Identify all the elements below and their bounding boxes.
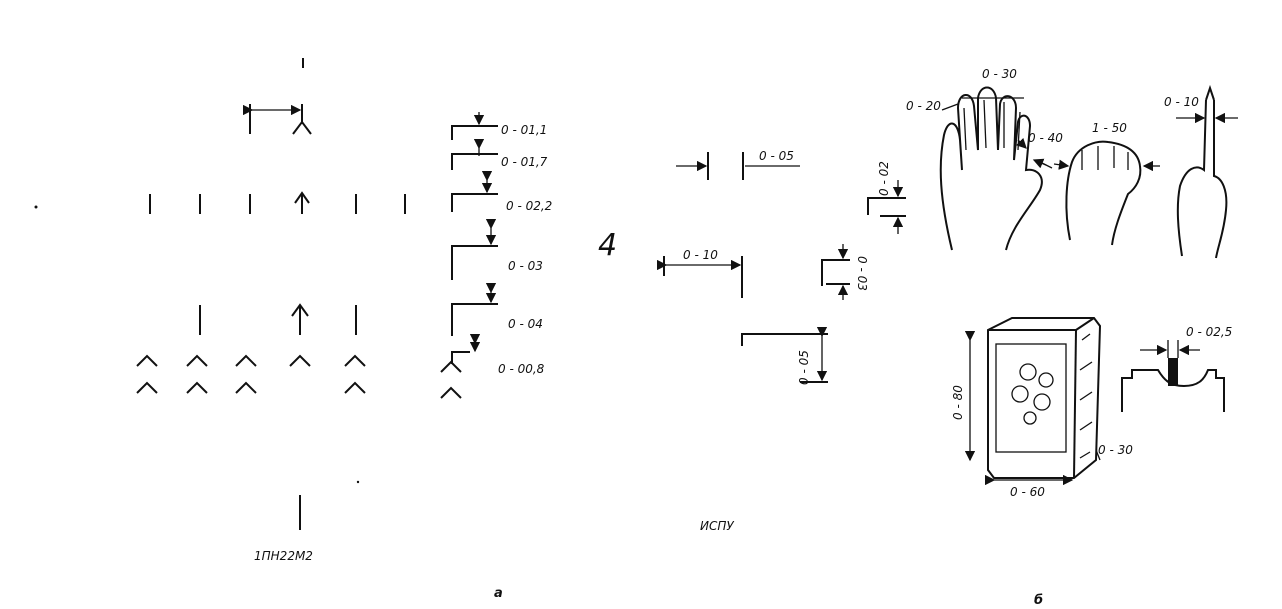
profile-illustration: [1121, 340, 1225, 412]
pencil-hand-illustration: [1176, 84, 1238, 259]
hand-label-1: 0 - 30: [982, 67, 1017, 81]
dim-label-4: 0 - 03: [508, 259, 543, 273]
hand-label-3: 0 - 40: [1028, 131, 1063, 145]
mid-label-2: 0 - 10: [683, 248, 718, 262]
mid-label-3: 0 - 05: [797, 350, 811, 385]
dim-label-1: 0 - 01,1: [501, 123, 547, 137]
open-hand-illustration: [939, 86, 1053, 251]
panel-letter-b: б: [1034, 593, 1043, 608]
hand-label-5: 0 - 10: [1164, 95, 1199, 109]
mid-label-4: 0 - 02: [877, 161, 891, 196]
dim-label-5: 0 - 04: [508, 317, 543, 331]
box-emblem: [1011, 363, 1054, 425]
dimension-ladder: [451, 112, 498, 364]
large-digit: 4: [598, 228, 617, 263]
box-label-width: 0 - 60: [1010, 485, 1045, 499]
box-label-depth: 0 - 30: [1098, 443, 1133, 457]
chevron-rows: [136, 354, 462, 399]
box-label-height: 0 - 80: [951, 385, 965, 420]
mid-label-5: 0 - 03: [855, 256, 869, 291]
profile-label: 0 - 02,5: [1186, 325, 1232, 339]
box-side-shading: [1079, 333, 1093, 459]
dim-label-2: 0 - 01,7: [501, 155, 548, 169]
lateral-marks-row: [199, 303, 357, 335]
panel-letter-a: а: [494, 586, 503, 601]
range-marks-row: [149, 191, 406, 214]
hand-label-4: 1 - 50: [1092, 121, 1127, 135]
mid-label-1: 0 - 05: [759, 149, 794, 163]
middle-caption: ИСПУ: [700, 519, 734, 533]
middle-reticle-panel: 4 0 - 05 0 - 10 0 - 05 0 - 02 0 - 03 ИСП…: [598, 149, 906, 533]
matchbox-illustration: [964, 317, 1102, 486]
top-bracket: [242, 104, 312, 135]
reticle-panel-a: 0 - 01,1 0 - 01,7 0 - 02,2 0 - 03 0 - 04…: [34, 58, 552, 601]
hand-label-2: 0 - 20: [906, 99, 941, 113]
dim-label-3: 0 - 02,2: [506, 199, 552, 213]
angle-estimation-panel-b: 0 - 30 0 - 20 0 - 40 1 - 50 0 - 10: [906, 67, 1238, 608]
reticle-caption: 1ПН22М2: [254, 549, 313, 563]
fist-illustration: [1053, 140, 1160, 246]
dim-label-6: 0 - 00,8: [498, 362, 545, 376]
